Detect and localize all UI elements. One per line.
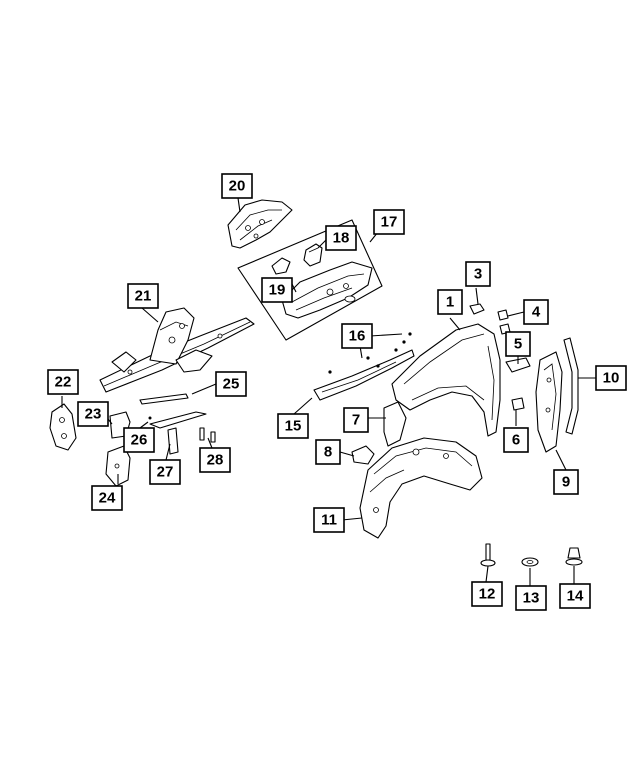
part-21-frame-rail [99,307,255,393]
part-13-washer [521,557,539,567]
callout-19: 19 [261,277,293,303]
callout-25-label: 25 [223,376,240,393]
callout-24: 24 [91,485,123,511]
callout-22: 22 [47,369,79,395]
callout-27: 27 [149,459,181,485]
part-14-push-pin [565,547,583,566]
leader-lines [61,197,596,586]
part-20-reinforcement [227,199,293,249]
callout-16: 16 [341,323,373,349]
part-22-plate [49,403,77,451]
part-1-fender [391,323,501,437]
part-7-bracket [383,401,407,447]
callout-10-label: 10 [603,370,620,387]
callout-20-label: 20 [229,178,246,195]
callout-3: 3 [465,261,491,287]
part-3-clip [469,303,485,315]
part-11-wheelhouse-liner [359,437,483,539]
callout-25: 25 [215,371,247,397]
callout-5-label: 5 [514,336,522,353]
callout-26-label: 26 [131,432,148,449]
part-10-seal [563,337,579,435]
part-28-bolt [199,427,216,443]
callout-14-label: 14 [567,588,584,605]
callout-1: 1 [437,289,463,315]
callout-18: 18 [325,225,357,251]
callout-7: 7 [343,407,369,433]
part-8-bracket [351,445,375,465]
callout-12: 12 [471,581,503,607]
part-5-bracket [505,357,531,373]
callout-4: 4 [523,299,549,325]
callout-20: 20 [221,173,253,199]
callout-15-label: 15 [285,418,302,435]
callout-8: 8 [315,439,341,465]
part-9-splash-shield [535,351,563,453]
callout-13-label: 13 [523,590,540,607]
callout-11-label: 11 [321,512,337,529]
callout-8-label: 8 [324,444,332,461]
callout-27-label: 27 [157,464,174,481]
callout-24-label: 24 [99,490,116,507]
callout-17: 17 [373,209,405,235]
callout-17-label: 17 [381,214,398,231]
callout-12-label: 12 [479,586,496,603]
part-4-clips [497,309,511,335]
callout-19-label: 19 [269,282,286,299]
callout-28: 28 [199,447,231,473]
callout-9-label: 9 [562,474,570,491]
part-12-bolt [480,543,496,567]
callout-21: 21 [127,283,159,309]
callout-9: 9 [553,469,579,495]
callout-13: 13 [515,585,547,611]
part-27-crossmember [148,411,207,455]
callout-6: 6 [503,427,529,453]
part-15-shield [313,332,415,401]
callout-7-label: 7 [352,412,360,429]
callout-26: 26 [123,427,155,453]
callout-3-label: 3 [474,266,482,283]
callout-4-label: 4 [532,304,541,321]
callout-22-label: 22 [55,374,72,391]
callout-23-label: 23 [85,406,102,423]
part-6-clip [511,397,525,411]
callout-1-label: 1 [446,294,454,311]
part-25-strip [139,393,189,405]
callout-21-label: 21 [135,288,152,305]
callout-15: 15 [277,413,309,439]
callout-5: 5 [505,331,531,357]
callout-6-label: 6 [512,432,520,449]
part-17-apron-assembly [237,219,383,341]
callout-23: 23 [77,401,109,427]
callout-18-label: 18 [333,230,350,247]
callout-14: 14 [559,583,591,609]
callout-28-label: 28 [207,452,224,469]
callout-11: 11 [313,507,345,533]
callout-10: 10 [595,365,627,391]
callout-16-label: 16 [349,328,366,345]
